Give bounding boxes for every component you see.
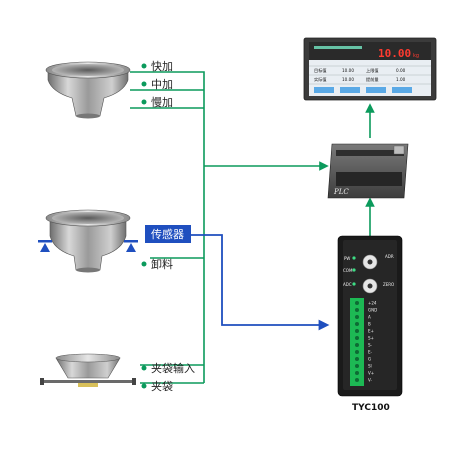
terminal-label: E+: [368, 329, 374, 334]
knob-label-com: COM: [343, 268, 353, 273]
clamp-input-label: 夹袋输入: [151, 361, 195, 375]
fast-feed-dot: [141, 63, 147, 69]
terminal-label: A: [368, 315, 371, 320]
terminal-screw-icon: [355, 301, 359, 305]
terminal-label: +24: [368, 301, 377, 306]
terminal-label: B: [368, 322, 371, 327]
load-cell-left-icon: [40, 243, 50, 252]
hmi-button-3[interactable]: [366, 87, 386, 93]
top-hopper: [45, 61, 131, 119]
hmi-cell-r1c0: 实际值: [314, 76, 327, 83]
clamp-dot: [141, 383, 147, 389]
plc-module: PLC: [327, 143, 409, 199]
terminal-screw-icon: [355, 371, 359, 375]
terminal-screw-icon: [355, 308, 359, 312]
plc-label: PLC: [333, 188, 349, 196]
weigh-hopper: [38, 209, 138, 273]
terminal-label: S+: [368, 336, 374, 341]
terminal-screw-icon: [355, 350, 359, 354]
medium-feed-label: 中加: [151, 78, 173, 91]
hmi-button-1[interactable]: [314, 87, 334, 93]
discharge-dot: [141, 261, 147, 267]
slow-feed-label-group: 慢加: [141, 96, 173, 109]
slow-feed-label: 慢加: [151, 96, 173, 109]
hmi-cell-r1c1: 10.00: [342, 77, 354, 82]
terminal-label: GND: [368, 308, 377, 313]
medium-feed-label-group: 中加: [141, 78, 173, 91]
terminal-block: [350, 298, 364, 386]
hmi-cell-r1c2: 提前量: [366, 76, 379, 83]
terminal-screw-icon: [355, 364, 359, 368]
hmi-cell-r0c0: 目标值: [314, 67, 327, 74]
discharge-label: 卸料: [151, 257, 173, 271]
terminal-screw-icon: [355, 322, 359, 326]
terminal-screw-icon: [355, 336, 359, 340]
clamp-input-dot: [141, 365, 147, 371]
terminal-screw-icon: [355, 329, 359, 333]
terminal-screw-icon: [355, 343, 359, 347]
terminal-label: S-: [368, 343, 373, 348]
hmi-cell-r1c3: 1.00: [396, 77, 406, 82]
clamp-label: 夹袋: [151, 379, 173, 393]
hmi-cell-r0c3: 0.00: [396, 68, 406, 73]
hmi-cell-r0c1: 10.00: [342, 68, 354, 73]
knob-label-adr: ADR: [385, 254, 394, 259]
sensor-label: 传感器: [151, 228, 184, 241]
clamp-label-group: 夹袋: [141, 379, 173, 393]
fast-feed-label: 快加: [151, 60, 173, 73]
discharge-label-group: 卸料: [141, 257, 173, 271]
terminal-screw-icon: [355, 357, 359, 361]
signal-lines: [130, 71, 375, 384]
slow-feed-dot: [141, 99, 147, 105]
fast-feed-label-group: 快加: [141, 60, 173, 73]
knob-label-zero: ZERO: [383, 282, 394, 287]
sensor-label-box: 传感器: [145, 225, 191, 243]
terminal-label: V-: [368, 378, 373, 383]
hmi-display-value: 10.00: [378, 47, 411, 60]
load-cell-right: [124, 240, 138, 243]
hmi-cell-r0c2: 上限值: [366, 67, 379, 74]
knob-label-adc: ADC: [343, 282, 352, 287]
terminal-label: E-: [368, 350, 373, 355]
load-cell-right-icon: [126, 243, 136, 252]
terminal-label: V+: [368, 371, 374, 376]
hmi-button-2[interactable]: [340, 87, 360, 93]
medium-feed-dot: [141, 81, 147, 87]
hmi-button-4[interactable]: [392, 87, 412, 93]
sensor-line: [191, 234, 330, 331]
clamp-input-label-group: 夹袋输入: [141, 361, 195, 375]
terminal-screw-icon: [355, 378, 359, 382]
transmitter-model: TYC100: [352, 403, 390, 413]
knob-label-pw: PW: [344, 256, 350, 261]
terminal-screw-icon: [355, 315, 359, 319]
bag-clamp: [40, 353, 136, 387]
sensor-box: [145, 225, 191, 243]
load-cell-left: [38, 240, 52, 243]
terminal-label: SI: [368, 364, 372, 369]
terminal-label: G: [368, 357, 371, 362]
hmi-display-unit: kg: [413, 53, 419, 59]
hmi-touchscreen: 10.00 kg 目标值 10.00 上限值 0.00 实际值 10.00 提前…: [303, 37, 437, 101]
